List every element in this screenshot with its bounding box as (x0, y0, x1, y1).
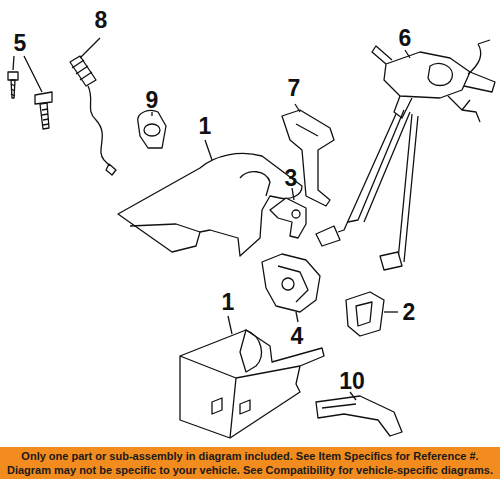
callout-number: 1 (199, 115, 212, 138)
screws (8, 56, 52, 129)
callout-number: 7 (288, 77, 301, 100)
lever (316, 392, 402, 436)
callout-number: 8 (95, 9, 108, 32)
callout-number: 5 (14, 32, 27, 55)
callout-number: 2 (403, 301, 416, 324)
callout-number: 9 (146, 89, 159, 112)
sensor (70, 38, 116, 175)
clip (270, 188, 306, 238)
lock-housing (262, 254, 320, 322)
callout-number: 1 (222, 291, 235, 314)
footer-note-line: Only one part or sub-assembly in diagram… (0, 450, 500, 463)
footer-band (0, 447, 500, 479)
upper-cover (118, 140, 302, 256)
lower-shroud (180, 316, 324, 438)
footer-note: Diagram may not be specific to your vehi… (7, 464, 493, 477)
footer-note: Only one part or sub-assembly in diagram… (21, 450, 478, 463)
combination-switch (316, 40, 495, 270)
callout-number: 3 (285, 167, 298, 190)
callout-number: 6 (399, 27, 412, 50)
bracket-9 (138, 110, 166, 148)
callout-number: 4 (291, 325, 304, 348)
cap (346, 292, 398, 336)
bracket-7 (282, 104, 334, 206)
footer-note-line: Diagram may not be specific to your vehi… (0, 464, 500, 477)
callout-number: 10 (339, 370, 365, 393)
